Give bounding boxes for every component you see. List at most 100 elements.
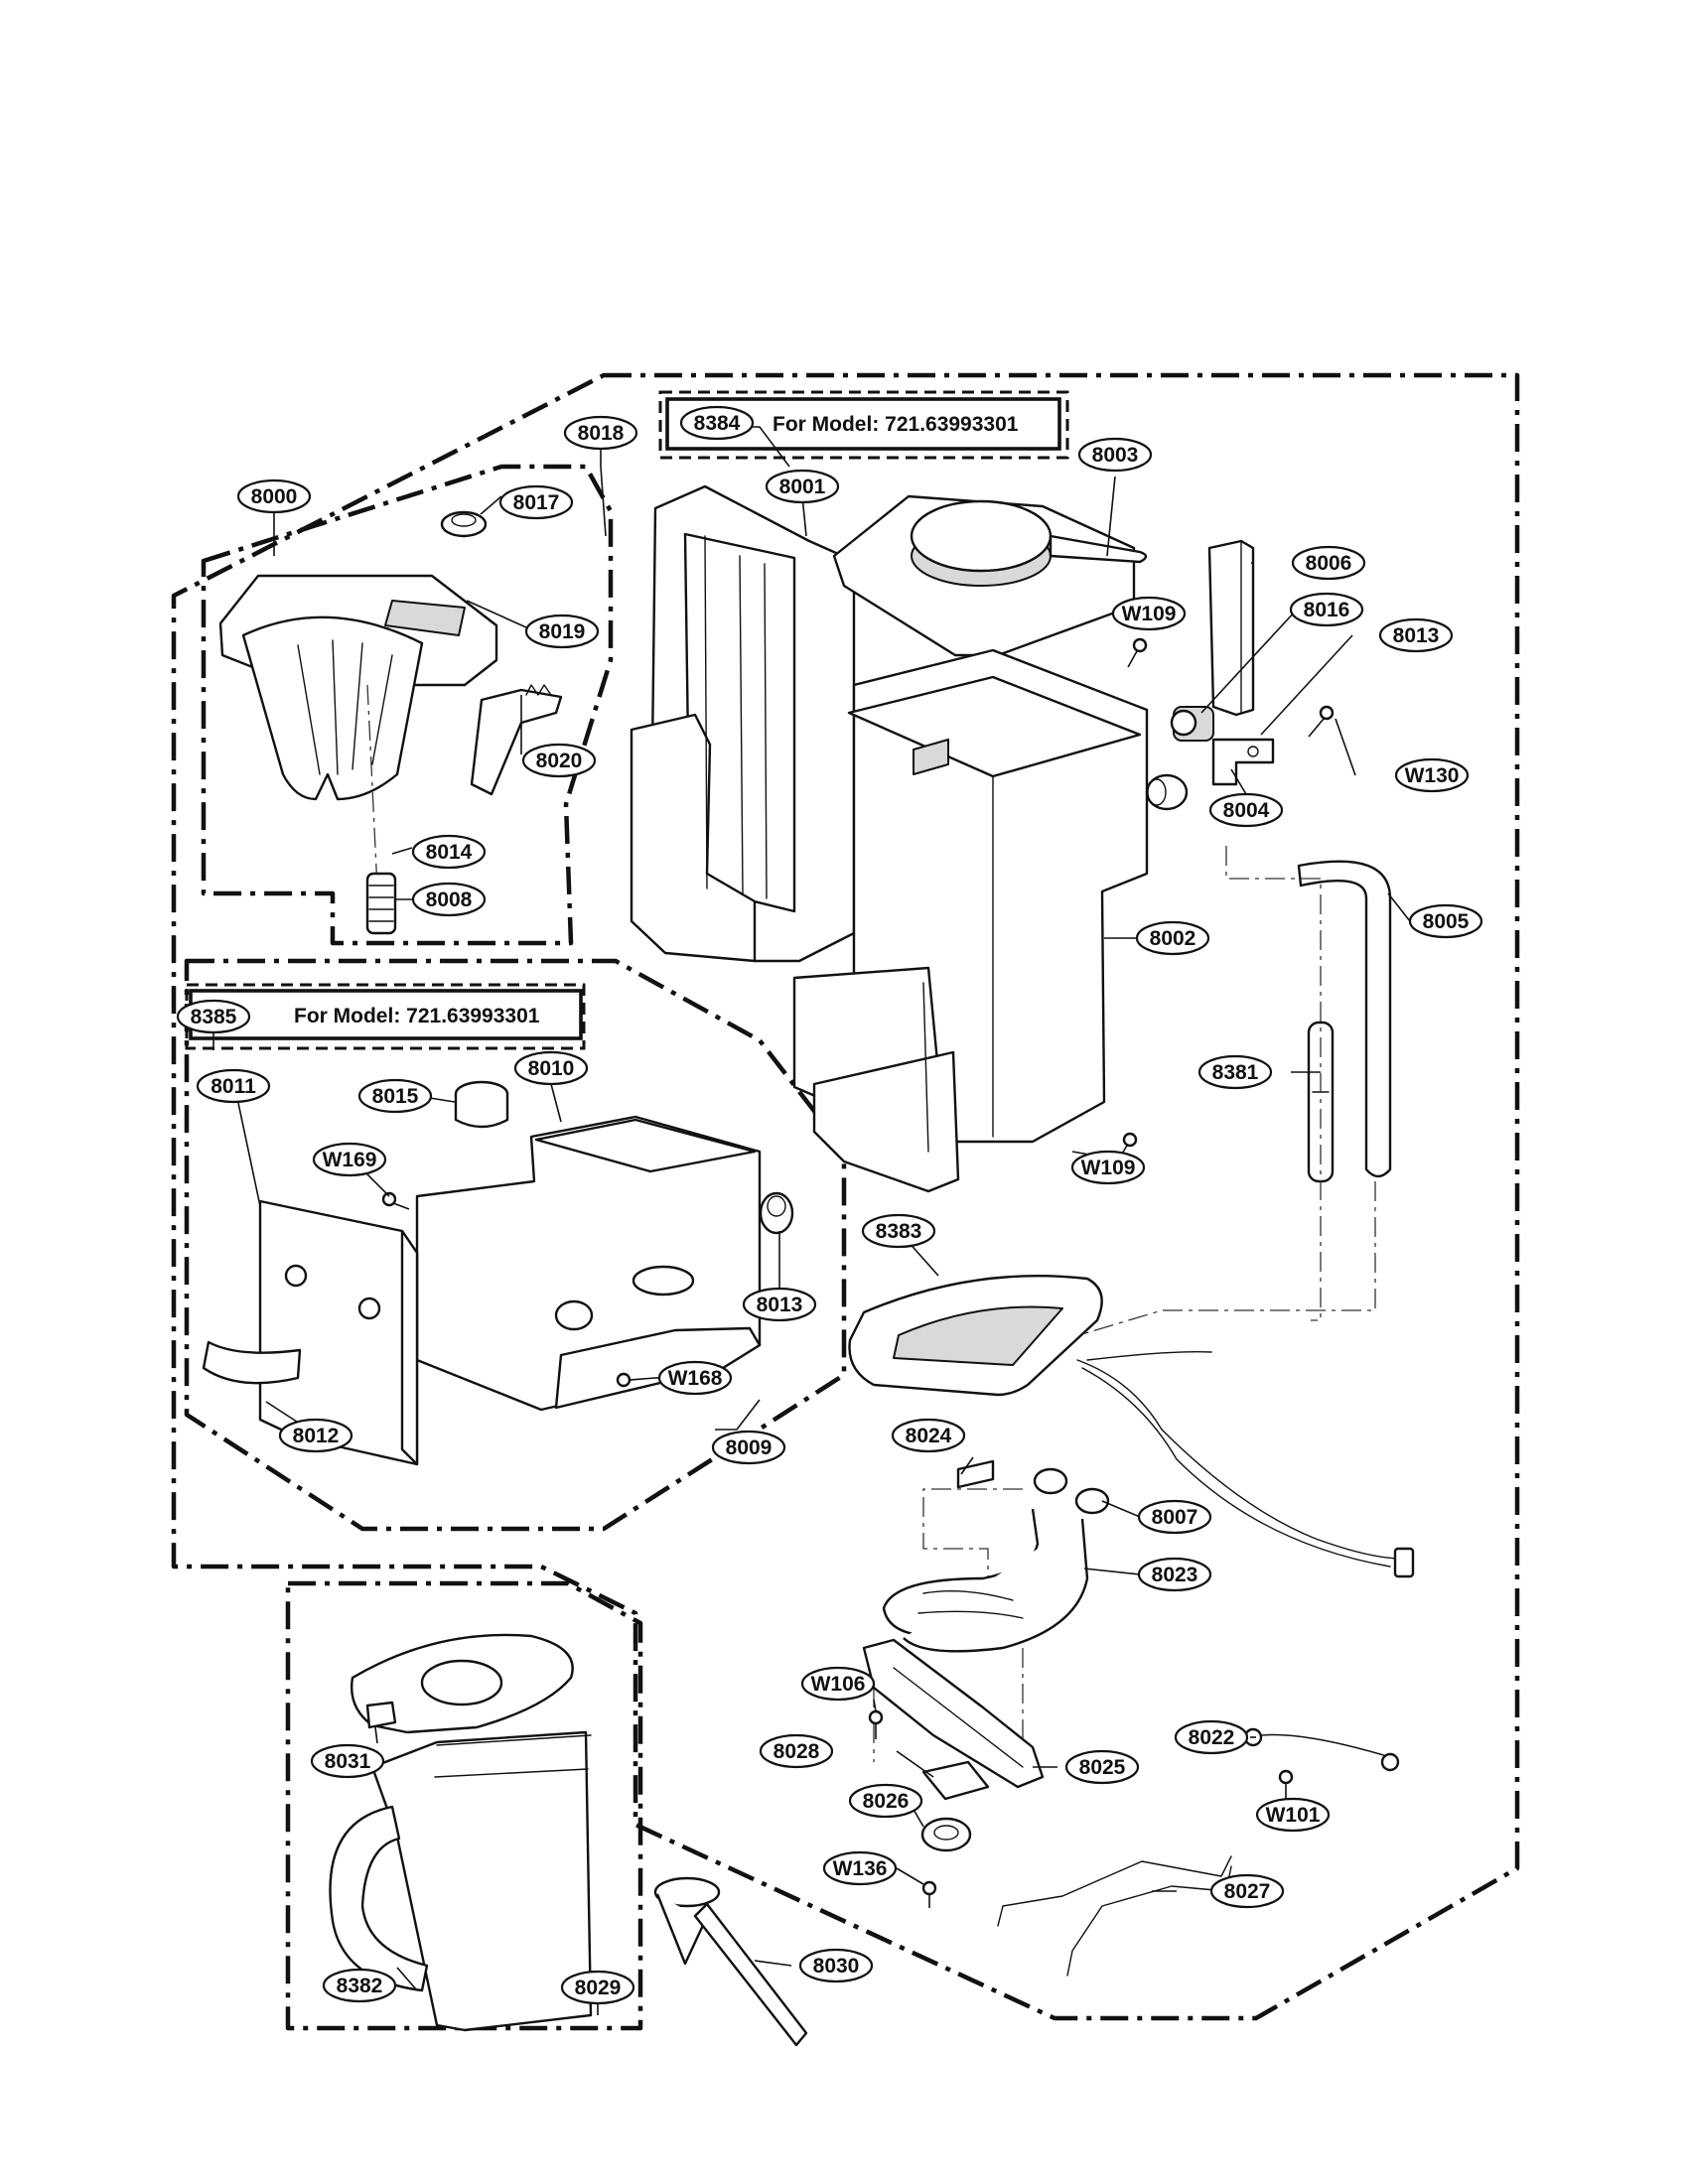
measuring-scoop-8030 xyxy=(653,1876,808,2047)
brew-basket-lever-8020 xyxy=(470,684,563,796)
model-note-8385-text: For Model: 721.63993301 xyxy=(294,1005,540,1027)
svg-text:8024: 8024 xyxy=(906,1425,952,1447)
callout-8022: 8022 xyxy=(1174,1719,1249,1755)
svg-text:8004: 8004 xyxy=(1223,799,1270,822)
svg-text:8009: 8009 xyxy=(726,1436,773,1459)
outer-assembly-boundary xyxy=(171,372,1520,2021)
carafe-8382 xyxy=(329,1730,593,2032)
callout-8000: 8000 xyxy=(236,478,312,514)
svg-text:8020: 8020 xyxy=(536,750,583,772)
callout-8004: 8004 xyxy=(1208,792,1284,828)
svg-text:W106: W106 xyxy=(811,1673,866,1696)
callout-8012: 8012 xyxy=(278,1418,353,1453)
callout-w169: W169 xyxy=(312,1142,387,1177)
model-note-8384-text: For Model: 721.63993301 xyxy=(773,413,1019,436)
callout-8005: 8005 xyxy=(1408,903,1483,939)
svg-text:8017: 8017 xyxy=(513,491,560,514)
wire-spring-8027 xyxy=(997,1855,1232,1977)
elbow-connector-8004 xyxy=(1211,738,1275,786)
reservoir-tank-8010 xyxy=(415,1115,762,1412)
drip-valve-spring-8008 xyxy=(365,872,397,935)
main-body-8002 xyxy=(792,648,1149,1193)
assembly-centerline-a xyxy=(1225,846,1322,1321)
svg-text:8382: 8382 xyxy=(337,1975,383,1997)
callout-8008: 8008 xyxy=(411,882,487,917)
callout-8019: 8019 xyxy=(524,614,600,649)
assembly-centerline-c xyxy=(922,1488,1023,1628)
callout-8018: 8018 xyxy=(563,415,638,451)
svg-text:8007: 8007 xyxy=(1152,1506,1198,1529)
callout-8014: 8014 xyxy=(411,834,487,870)
callout-w130: W130 xyxy=(1394,757,1470,793)
svg-text:8026: 8026 xyxy=(863,1790,910,1813)
screw-w101 xyxy=(1278,1769,1294,1799)
callout-8030: 8030 xyxy=(798,1948,874,1983)
svg-text:8013: 8013 xyxy=(757,1294,803,1316)
svg-text:8013: 8013 xyxy=(1393,624,1440,647)
callout-8011: 8011 xyxy=(196,1068,271,1104)
callout-w106: W106 xyxy=(800,1666,876,1702)
svg-text:W168: W168 xyxy=(668,1367,723,1390)
brew-basket-cap-8017 xyxy=(440,510,488,538)
grommet-8013-upper xyxy=(1145,773,1189,811)
wire-harness-8022 xyxy=(1076,1350,1415,1772)
callout-8007: 8007 xyxy=(1137,1499,1212,1535)
callout-w168: W168 xyxy=(657,1360,733,1396)
screw-w109-upper xyxy=(1127,637,1148,668)
silicone-tube-8005 xyxy=(1297,860,1392,1178)
heater-element-8023 xyxy=(882,1508,1089,1653)
warming-plate-8383 xyxy=(848,1275,1103,1397)
screw-w136 xyxy=(921,1880,937,1908)
svg-text:8381: 8381 xyxy=(1212,1061,1259,1084)
callout-8015: 8015 xyxy=(357,1078,433,1114)
svg-text:8003: 8003 xyxy=(1092,444,1139,467)
callout-8028: 8028 xyxy=(759,1733,834,1769)
svg-text:W136: W136 xyxy=(833,1857,888,1880)
assembly-centerline-b xyxy=(1061,1181,1376,1341)
callout-8016: 8016 xyxy=(1289,592,1364,627)
handle-8012 xyxy=(202,1340,302,1385)
svg-text:8025: 8025 xyxy=(1079,1756,1126,1779)
svg-text:8002: 8002 xyxy=(1150,927,1196,950)
callout-8020: 8020 xyxy=(521,743,597,778)
svg-text:8383: 8383 xyxy=(876,1220,922,1243)
water-reservoir-group-boundary xyxy=(184,958,847,1532)
svg-text:8023: 8023 xyxy=(1152,1564,1198,1586)
svg-text:8016: 8016 xyxy=(1304,599,1350,621)
svg-text:8011: 8011 xyxy=(211,1075,256,1098)
svg-text:W101: W101 xyxy=(1266,1804,1321,1827)
brew-basket-group-boundary xyxy=(201,464,614,946)
svg-text:8384: 8384 xyxy=(694,412,741,435)
svg-text:8031: 8031 xyxy=(325,1750,371,1773)
mounting-bracket-8025 xyxy=(862,1638,1045,1789)
svg-text:8022: 8022 xyxy=(1189,1726,1235,1749)
carafe-group-boundary xyxy=(285,1580,643,2031)
check-valve-8016 xyxy=(1170,706,1214,742)
callout-8010: 8010 xyxy=(513,1050,589,1086)
svg-text:8018: 8018 xyxy=(578,422,625,445)
callout-8381: 8381 xyxy=(1197,1054,1273,1090)
svg-text:8012: 8012 xyxy=(293,1425,340,1447)
callout-8013-upper: 8013 xyxy=(1378,617,1454,653)
svg-text:8008: 8008 xyxy=(426,888,473,911)
svg-text:8030: 8030 xyxy=(813,1955,860,1978)
callout-8384: 8384 xyxy=(679,405,755,441)
svg-text:8028: 8028 xyxy=(774,1740,820,1763)
svg-text:8027: 8027 xyxy=(1224,1880,1271,1903)
callout-8029: 8029 xyxy=(560,1970,635,2005)
thermostat-8026 xyxy=(920,1817,972,1852)
model-note-8385-box xyxy=(189,989,583,1040)
svg-text:8019: 8019 xyxy=(539,620,586,643)
callout-8013-lower: 8013 xyxy=(742,1287,817,1322)
svg-text:W130: W130 xyxy=(1405,764,1460,787)
carafe-lid-8031 xyxy=(351,1633,574,1734)
callout-w109-lower: W109 xyxy=(1070,1150,1146,1185)
screw-w168 xyxy=(616,1372,656,1388)
screw-w130 xyxy=(1308,705,1335,738)
callout-8002: 8002 xyxy=(1135,920,1210,956)
svg-text:8385: 8385 xyxy=(191,1006,237,1028)
callout-8003: 8003 xyxy=(1077,437,1153,473)
svg-text:8001: 8001 xyxy=(779,476,826,498)
callout-w101: W101 xyxy=(1255,1797,1331,1833)
front-housing-8001 xyxy=(630,484,856,963)
